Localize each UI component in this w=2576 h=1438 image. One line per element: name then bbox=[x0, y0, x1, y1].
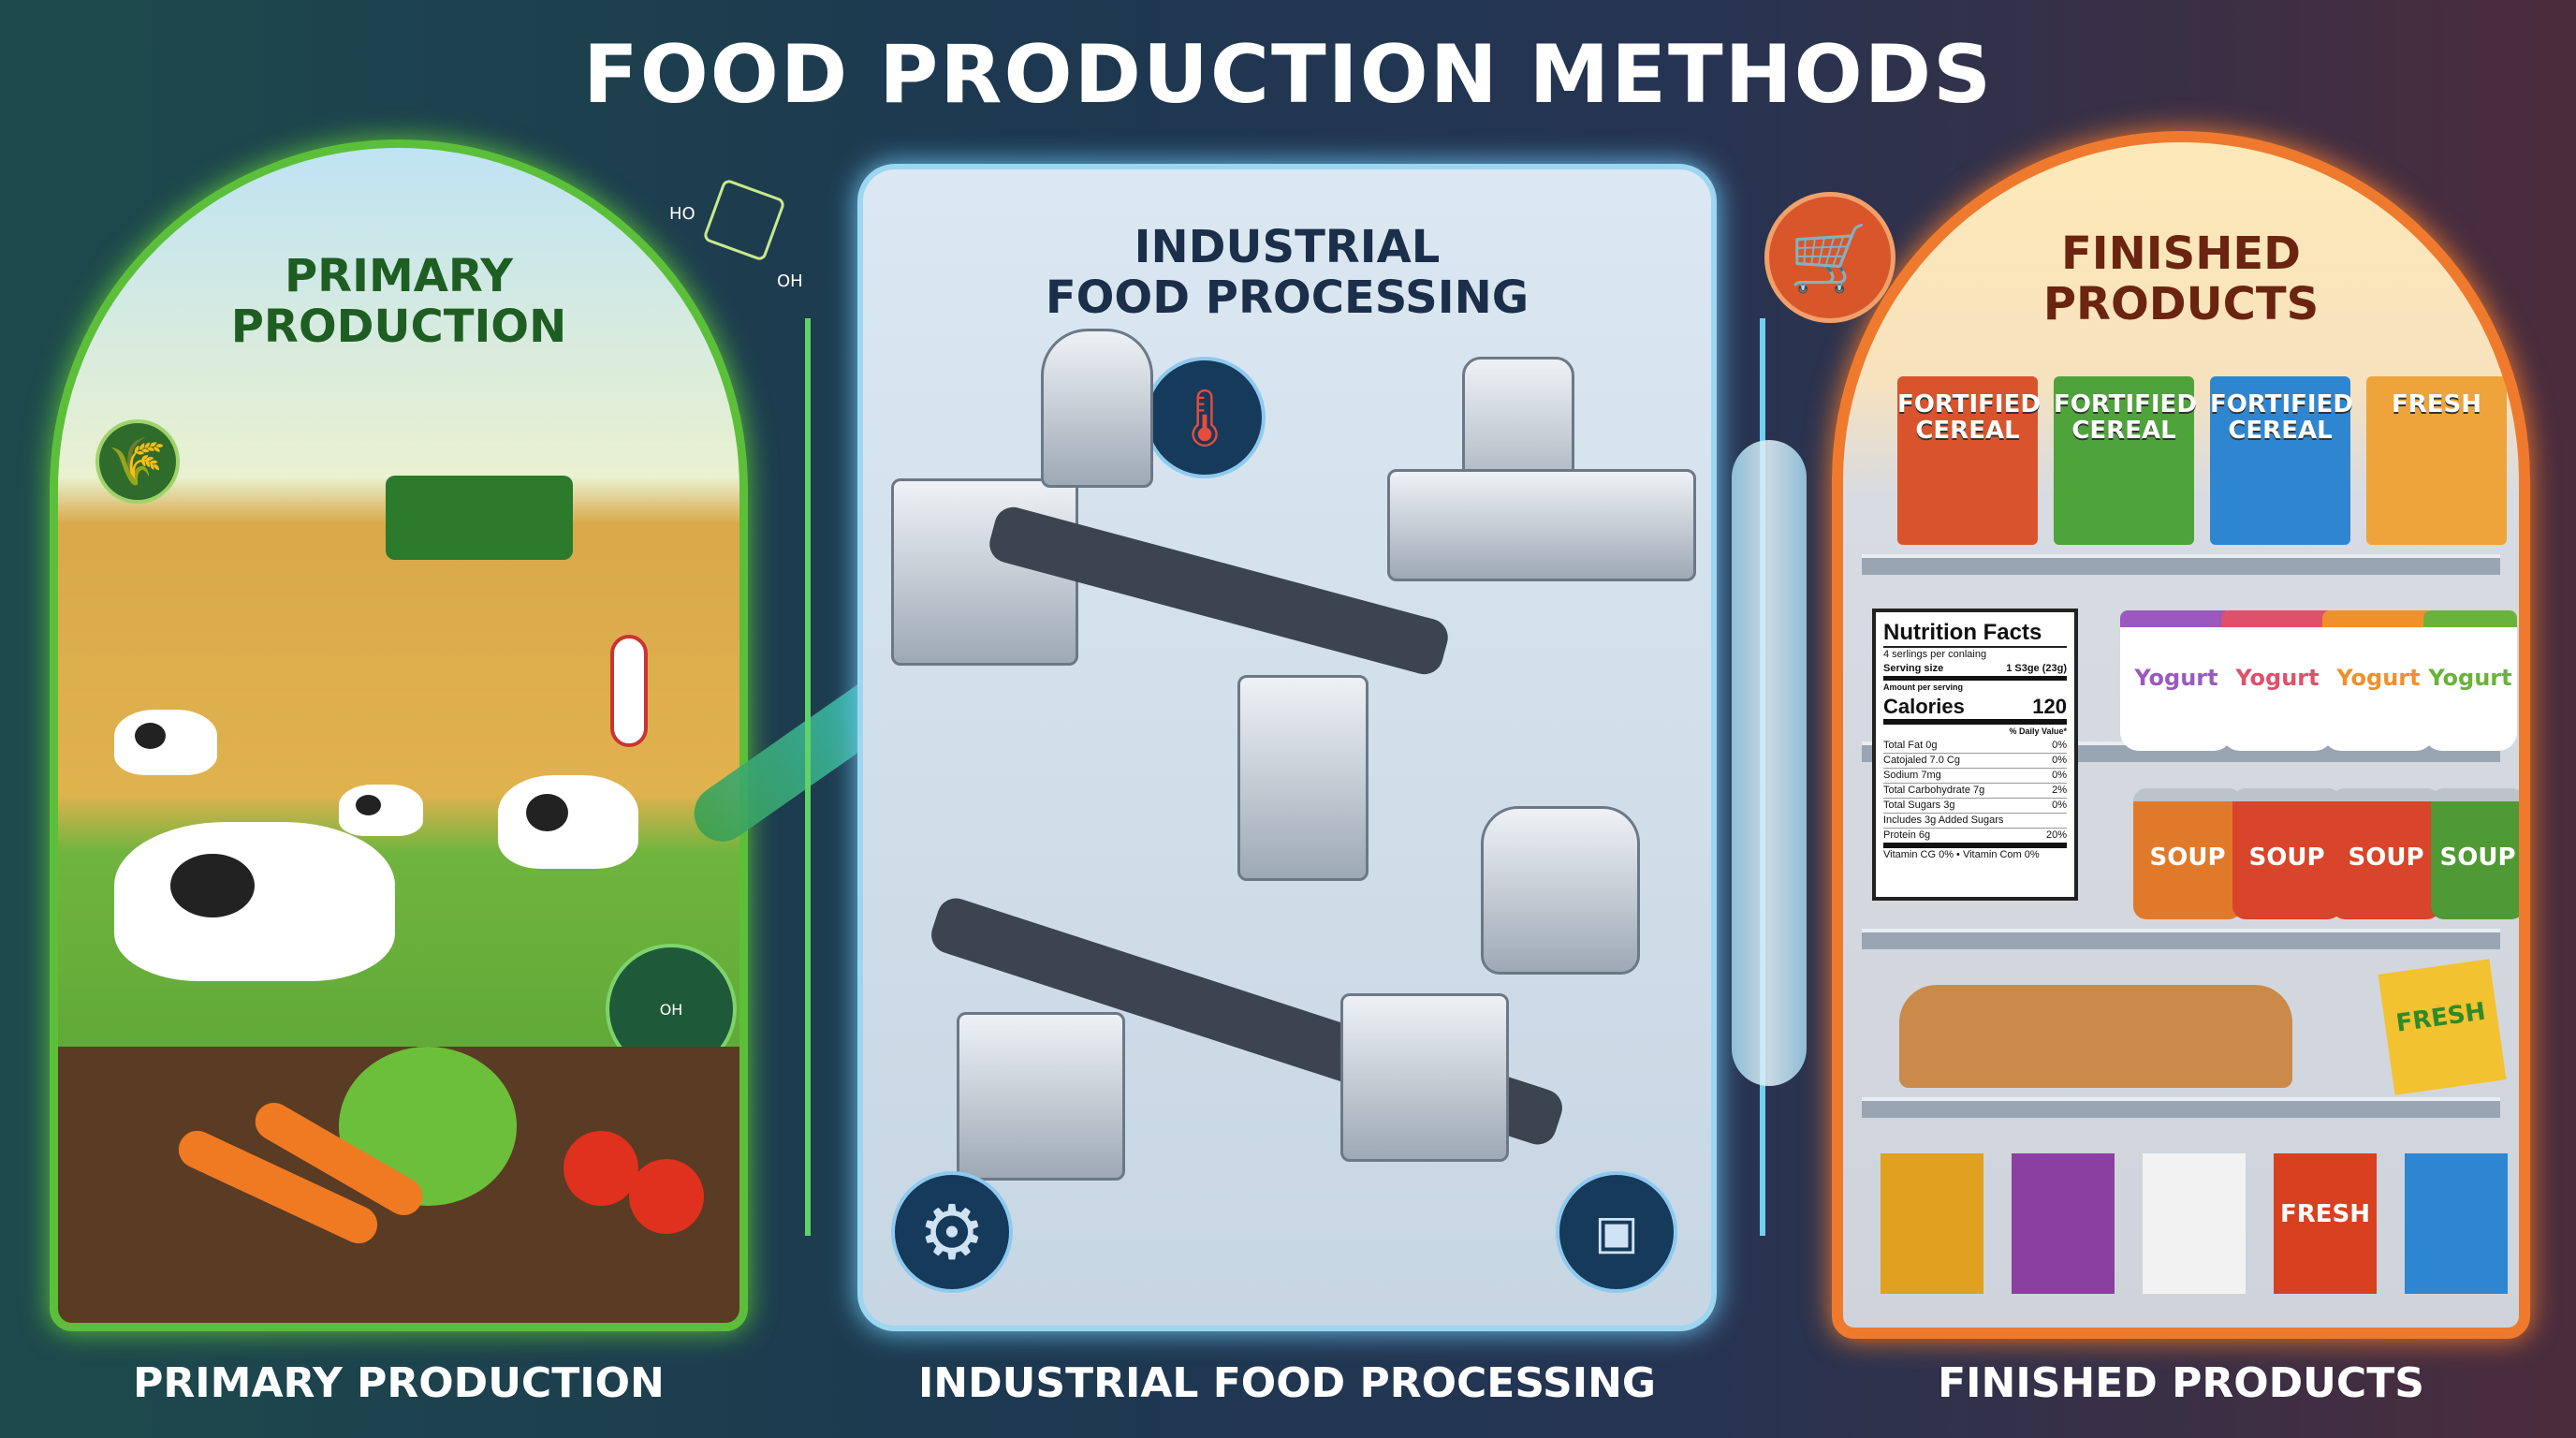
nf-amount: Amount per serving bbox=[1883, 682, 1964, 692]
nf-value: 0% bbox=[2052, 800, 2067, 811]
chip-icon: ▣ bbox=[1556, 1171, 1677, 1293]
nf-calories-value: 120 bbox=[2032, 695, 2067, 718]
snack-bag bbox=[2012, 1153, 2115, 1294]
yogurt-cup: Yogurt bbox=[2221, 610, 2334, 751]
snack-bag: FRESH bbox=[2274, 1153, 2377, 1294]
chem-label: OH bbox=[777, 271, 803, 291]
finished-caption: FINISHED PRODUCTS bbox=[1938, 1359, 2424, 1407]
nf-value: 0% bbox=[2052, 770, 2067, 781]
nf-calories-label: Calories bbox=[1883, 695, 1965, 718]
heading-line: FINISHED bbox=[2060, 227, 2302, 280]
cow bbox=[114, 710, 217, 775]
nf-label: Includes 3g Added Sugars bbox=[1883, 814, 2004, 826]
nf-servings: 4 serlings per conlaing bbox=[1883, 649, 1987, 660]
tomato bbox=[564, 1131, 638, 1206]
bread-loaves bbox=[1899, 985, 2292, 1088]
nf-vitamins: Vitamin CG 0% • Vitamin Com 0% bbox=[1883, 849, 2040, 860]
nf-label: Total Carbohydrate 7g bbox=[1883, 785, 1985, 796]
finished-heading: FINISHED PRODUCTS bbox=[1843, 228, 2519, 330]
tomato bbox=[629, 1159, 704, 1234]
shelf bbox=[1862, 1097, 2500, 1118]
nf-label: Protein 6g bbox=[1883, 829, 1931, 841]
soup-can: SOUP bbox=[2133, 788, 2242, 919]
cow bbox=[114, 822, 395, 981]
packaging-machine bbox=[957, 1012, 1125, 1181]
thermometer-icon bbox=[610, 635, 648, 747]
chem-label: HO bbox=[669, 204, 695, 224]
pipe bbox=[1732, 440, 1807, 1086]
soup-can: SOUP bbox=[2232, 788, 2341, 919]
yogurt-cup: Yogurt bbox=[2120, 610, 2232, 751]
nf-title: Nutrition Facts bbox=[1883, 620, 2067, 648]
nf-value: 2% bbox=[2052, 785, 2067, 796]
yogurt-cup: Yogurt bbox=[2322, 610, 2435, 751]
nf-value: 0% bbox=[2052, 740, 2067, 751]
soup-can: SOUP bbox=[2431, 788, 2519, 919]
nf-label: Total Fat 0g bbox=[1883, 740, 1938, 751]
nf-value: 1 S3ge (23g) bbox=[2006, 663, 2067, 674]
steam-unit bbox=[1387, 469, 1696, 581]
nf-daily-value: % Daily Value* bbox=[2009, 726, 2067, 736]
snack-bag bbox=[1881, 1153, 1983, 1294]
soup-can: SOUP bbox=[2332, 788, 2440, 919]
primary-caption: PRIMARY PRODUCTION bbox=[133, 1359, 665, 1407]
heading-line: PRIMARY bbox=[284, 250, 513, 302]
cereal-box: FORTIFIED CEREAL bbox=[1897, 376, 2041, 545]
cow bbox=[339, 785, 423, 836]
industrial-processing-panel: INDUSTRIAL FOOD PROCESSING 🌡 ⚙ ▣ bbox=[857, 164, 1717, 1331]
thermometer-icon: 🌡 bbox=[1144, 357, 1266, 478]
heading-line: FOOD PROCESSING bbox=[1045, 271, 1530, 324]
cow bbox=[498, 775, 638, 869]
primary-production-panel: PRIMARY PRODUCTION 🌾 OH bbox=[50, 139, 748, 1331]
nutrition-facts-label: Nutrition Facts 4 serlings per conlaing … bbox=[1872, 609, 2078, 901]
molecule-icon bbox=[702, 178, 786, 262]
heading-line: PRODUCTS bbox=[2042, 278, 2320, 330]
page-title: FOOD PRODUCTION METHODS bbox=[582, 28, 1994, 122]
shelf bbox=[1862, 554, 2500, 575]
nf-value: 0% bbox=[2052, 755, 2067, 766]
cereal-box: FORTIFIED CEREAL bbox=[2210, 376, 2353, 545]
nf-label: Sodium 7mg bbox=[1883, 770, 1941, 781]
flow-line bbox=[805, 318, 811, 1236]
yogurt-cup: Yogurt bbox=[2423, 610, 2517, 751]
wheat-icon: 🌾 bbox=[95, 419, 180, 504]
nf-value: 20% bbox=[2045, 829, 2067, 841]
gear-icon: ⚙ bbox=[891, 1171, 1013, 1293]
shopping-cart-icon: 🛒 bbox=[1764, 192, 1895, 323]
primary-heading: PRIMARY PRODUCTION bbox=[58, 251, 739, 352]
heading-line: INDUSTRIAL bbox=[1134, 221, 1441, 273]
nf-label: Catojaled 7.0 Cg bbox=[1883, 755, 1960, 766]
cereal-box: FRESH bbox=[2366, 376, 2507, 545]
cereal-box: FORTIFIED CEREAL bbox=[2054, 376, 2197, 545]
snack-bag bbox=[2143, 1153, 2246, 1294]
industrial-caption: INDUSTRIAL FOOD PROCESSING bbox=[917, 1359, 1657, 1407]
packaging-machine bbox=[1340, 993, 1509, 1162]
nf-label: Total Sugars 3g bbox=[1883, 800, 1955, 811]
nf-label: Serving size bbox=[1883, 663, 1944, 674]
oven bbox=[1237, 675, 1368, 881]
shelf bbox=[1862, 929, 2500, 949]
industrial-heading: INDUSTRIAL FOOD PROCESSING bbox=[863, 222, 1711, 323]
chem-label: OH bbox=[659, 1000, 683, 1019]
combine-harvester bbox=[386, 476, 573, 560]
snack-bag bbox=[2405, 1153, 2508, 1294]
snack-bag: FRESH bbox=[2378, 959, 2507, 1095]
hopper bbox=[1041, 329, 1153, 488]
heading-line: PRODUCTION bbox=[230, 301, 567, 353]
cooking-vat bbox=[1481, 806, 1640, 975]
